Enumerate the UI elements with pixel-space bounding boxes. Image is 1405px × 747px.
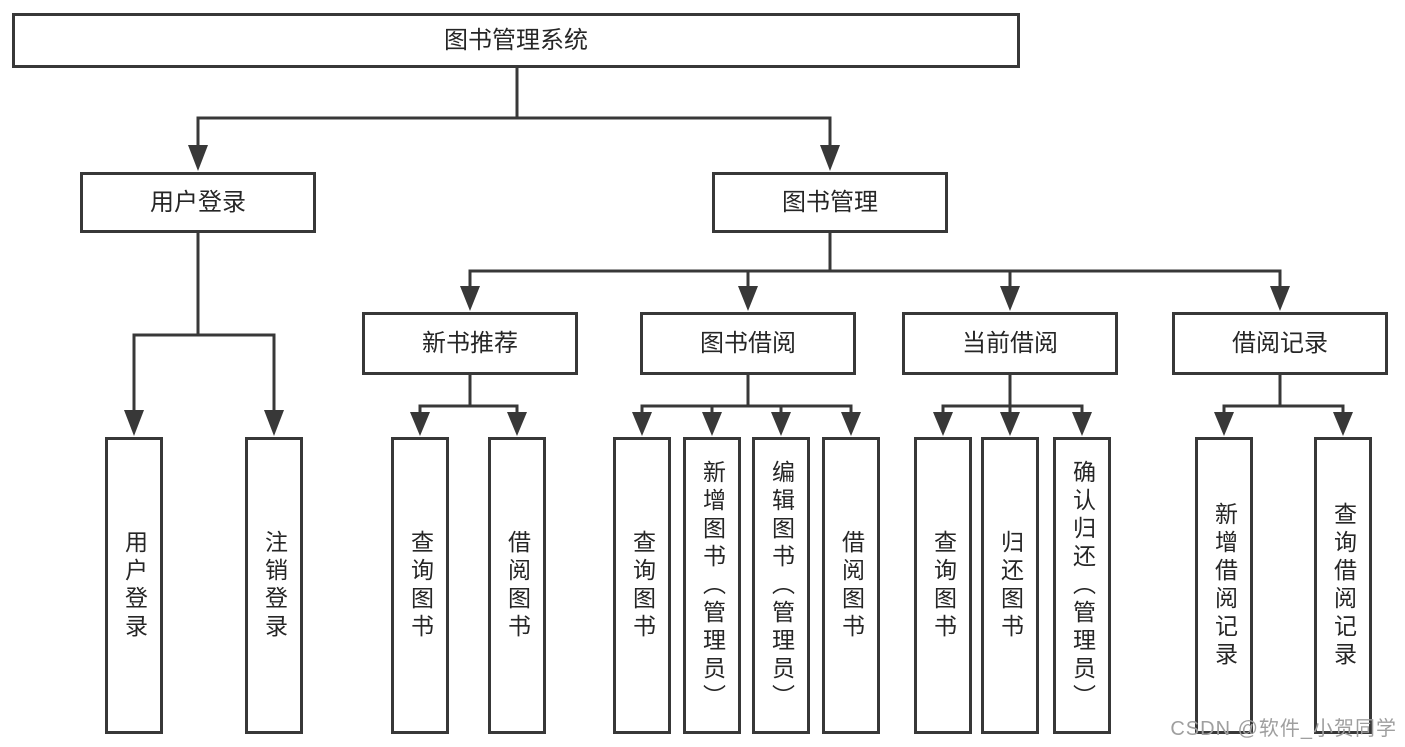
- node-label: 查询借阅记录: [1330, 501, 1357, 670]
- leaf-edit-book-admin: 编辑图书（管理员）: [752, 437, 810, 734]
- node-label: 归还图书: [997, 529, 1024, 642]
- node-label: 借阅图书: [504, 529, 531, 642]
- node-label: 图书借阅: [700, 329, 796, 357]
- node-label: 编辑图书（管理员）: [768, 459, 795, 712]
- node-book-management: 图书管理: [712, 172, 948, 233]
- node-borrow-records: 借阅记录: [1172, 312, 1388, 375]
- node-label: 查询图书: [930, 529, 957, 642]
- node-current-borrow: 当前借阅: [902, 312, 1118, 375]
- watermark-text: CSDN @软件_小贺同学: [1170, 718, 1397, 740]
- node-label: 查询图书: [407, 529, 434, 642]
- leaf-add-book-admin: 新增图书（管理员）: [683, 437, 741, 734]
- node-label: 借阅图书: [838, 529, 865, 642]
- leaf-query-books-borrow: 查询图书: [613, 437, 671, 734]
- node-root-label: 图书管理系统: [444, 26, 588, 54]
- leaf-user-login: 用户登录: [105, 437, 163, 734]
- leaf-query-borrow-record: 查询借阅记录: [1314, 437, 1372, 734]
- leaf-return-book: 归还图书: [981, 437, 1039, 734]
- node-label: 用户登录: [150, 188, 246, 216]
- node-label: 新增借阅记录: [1211, 501, 1238, 670]
- node-label: 查询图书: [629, 529, 656, 642]
- node-label: 新书推荐: [422, 329, 518, 357]
- node-label: 用户登录: [121, 529, 148, 642]
- node-label: 图书管理: [782, 188, 878, 216]
- leaf-query-books-current: 查询图书: [914, 437, 972, 734]
- node-label: 借阅记录: [1232, 329, 1328, 357]
- leaf-borrow-books-recommend: 借阅图书: [488, 437, 546, 734]
- node-label: 新增图书（管理员）: [699, 459, 726, 712]
- node-label: 确认归还（管理员）: [1069, 459, 1096, 712]
- leaf-query-books-recommend: 查询图书: [391, 437, 449, 734]
- node-root: 图书管理系统: [12, 13, 1020, 68]
- leaf-logout: 注销登录: [245, 437, 303, 734]
- leaf-add-borrow-record: 新增借阅记录: [1195, 437, 1253, 734]
- node-label: 当前借阅: [962, 329, 1058, 357]
- node-new-book-recommend: 新书推荐: [362, 312, 578, 375]
- node-label: 注销登录: [261, 529, 288, 642]
- leaf-borrow-books: 借阅图书: [822, 437, 880, 734]
- node-book-borrow: 图书借阅: [640, 312, 856, 375]
- node-user-login: 用户登录: [80, 172, 316, 233]
- leaf-confirm-return-admin: 确认归还（管理员）: [1053, 437, 1111, 734]
